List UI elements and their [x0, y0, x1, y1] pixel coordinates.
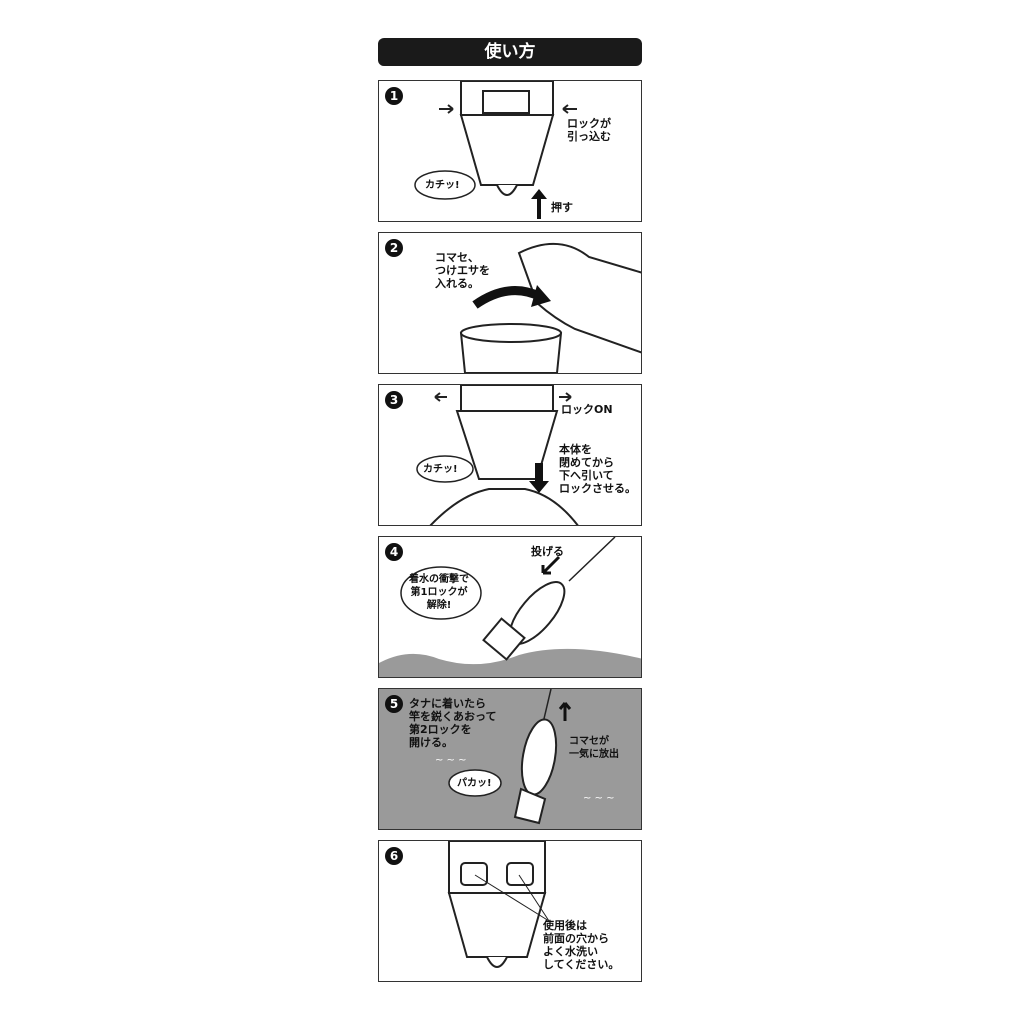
- wash-instruction-label: 使用後は 前面の穴から よく水洗い してください。: [543, 919, 620, 971]
- step-number: 4: [385, 543, 403, 561]
- close-and-lock-label: 本体を 閉めてから 下へ引いて ロックさせる。: [559, 443, 636, 495]
- bait-release-label: コマセが 一気に放出: [569, 736, 619, 760]
- click-sound-label: カチッ!: [425, 180, 460, 191]
- step-number: 3: [385, 391, 403, 409]
- step-5-illustration: ~ ~ ~ ~ ~ ~: [435, 689, 615, 825]
- step-3-panel: 3 ロックON カチッ! 本体を 閉めてから 下へ引いて ロックさせる。: [378, 384, 642, 526]
- step-number: 6: [385, 847, 403, 865]
- step-number: 5: [385, 695, 403, 713]
- step-1-illustration: [414, 81, 577, 219]
- impact-release-bubble: 着水の衝撃で 第1ロックが 解除!: [409, 574, 469, 611]
- step-2-illustration: [459, 242, 641, 373]
- step-3-illustration: [416, 385, 579, 525]
- lock-retract-label: ロックが 引っ込む: [567, 117, 611, 143]
- step-4-illustration: [379, 537, 641, 677]
- step-number: 2: [385, 239, 403, 257]
- step-6-illustration: [447, 841, 550, 968]
- step-5-panel: ~ ~ ~ ~ ~ ~ 5 タナに着いたら 竿を鋭くあおって 第2ロックを 開け…: [378, 688, 642, 830]
- click-sound-label: カチッ!: [423, 464, 458, 475]
- step-2-panel: 2 コマセ、 つけエサを 入れる。: [378, 232, 642, 374]
- jerk-rod-label: タナに着いたら 竿を鋭くあおって 第2ロックを 開ける。: [409, 697, 497, 749]
- insert-bait-label: コマセ、 つけエサを 入れる。: [435, 251, 490, 290]
- step-number: 1: [385, 87, 403, 105]
- push-label: 押す: [551, 201, 573, 214]
- svg-text:~ ~ ~: ~ ~ ~: [435, 755, 467, 766]
- step-4-panel: 4 投げる 着水の衝撃で 第1ロックが 解除!: [378, 536, 642, 678]
- lock-on-label: ロックON: [561, 403, 613, 416]
- svg-text:~ ~ ~: ~ ~ ~: [583, 793, 615, 804]
- step-1-panel: 1 ロックが 引っ込む カチッ! 押す: [378, 80, 642, 222]
- page-title: 使い方: [378, 38, 642, 66]
- step-6-panel: 6 使用後は 前面の穴から よく水洗い してください。: [378, 840, 642, 982]
- throw-label: 投げる: [531, 545, 564, 558]
- pop-sound-label: パカッ!: [457, 778, 492, 789]
